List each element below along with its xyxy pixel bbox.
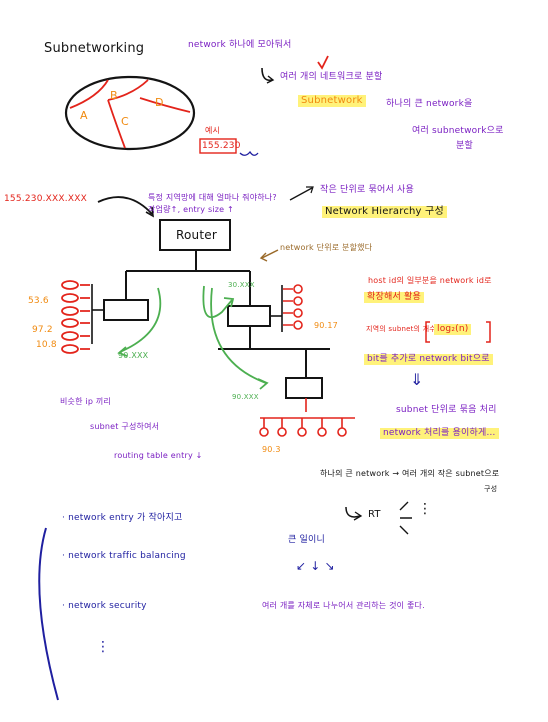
- ellipse-label-b: B: [110, 89, 118, 102]
- green-arrows: [117, 285, 269, 390]
- example-box: [199, 138, 237, 154]
- label-53-6: 53.6: [28, 296, 49, 306]
- divided-by-net-note: network 단위로 분할했다: [280, 243, 373, 252]
- example-ip: 155.230: [202, 141, 241, 151]
- input-ip: 155.230.XXX.XXX: [4, 194, 87, 204]
- label-90-17: 90.17: [314, 321, 338, 330]
- bottom-list-item-1: · network entry 가 작아지고: [62, 513, 183, 523]
- page-title: Subnetworking: [44, 41, 145, 56]
- bottom-list-item-2: · network traffic balancing: [62, 551, 186, 561]
- left-hosts: [61, 280, 90, 354]
- fewer-units-note: 작은 단위로 묶어서 사용: [320, 185, 414, 195]
- ellipse-label-c: C: [121, 115, 129, 128]
- divide-note: 분할: [456, 141, 473, 151]
- rt-ellipsis: ⋮: [418, 501, 433, 517]
- small-split-note: 여러 개의 네트워크로 분할: [280, 72, 383, 82]
- borrow-note: 확장해서 활용: [364, 292, 424, 303]
- label-90-3: 90.3: [262, 445, 281, 454]
- network-ellipse: [64, 75, 196, 151]
- example-label: 예시: [205, 126, 221, 135]
- manage-sentence: 여러 개를 자체로 나누어서 관리하는 것이 좋다.: [262, 601, 425, 610]
- hierarchy-note: Network Hierarchy 구성: [322, 206, 447, 218]
- right-subnet-box: [227, 305, 271, 327]
- host-id-note: host id의 일부분을 network id로: [368, 276, 492, 285]
- log-expression: log₂(n): [434, 324, 472, 335]
- lower-subnet-box: [285, 377, 323, 399]
- rt-label: RT: [368, 509, 381, 520]
- similar-ip-note: 비슷한 ip 끼리: [60, 397, 111, 406]
- several-sub-note: 여러 subnetwork으로: [412, 126, 504, 136]
- network-big-note: network 하나에 모아둬서: [188, 40, 292, 50]
- ip-to-router-arrow: [97, 196, 153, 215]
- label-97-2: 97.2: [32, 325, 53, 335]
- bit-note: bit를 추가로 network bit으로: [364, 354, 493, 365]
- region-question: 특정 지역망에 대해 얼마나 줘야하나?: [148, 193, 277, 202]
- label-10-8: 10.8: [36, 340, 57, 350]
- bottom-list-ellipsis: ⋮: [96, 639, 111, 655]
- split-arrows: ↙ ↓ ↘: [296, 559, 335, 573]
- left-subnet-box: [103, 299, 149, 321]
- routing-table-note: routing table entry ↓: [114, 451, 203, 460]
- left-bracket: [38, 527, 59, 701]
- subnet-unit-note: subnet 단위로 묶음 처리: [396, 405, 497, 415]
- subnet-compose-note: subnet 구성하여서: [90, 422, 160, 431]
- right-hosts: [283, 284, 303, 330]
- curve-arrow-top: [261, 67, 273, 82]
- ellipse-label-d: D: [155, 96, 164, 109]
- lower-hosts: [259, 418, 347, 437]
- split-into-subnets: 하나의 큰 network → 여러 개의 작은 subnet으로: [320, 469, 500, 478]
- easier-note: network 처리를 용이하게…: [380, 428, 499, 439]
- label-90-xxx-left: 90.XXX: [118, 351, 149, 360]
- ellipse-region-lines: [69, 79, 191, 149]
- rt-curve-arrow: [345, 506, 361, 518]
- large-task-note: 큰 일이니: [288, 535, 325, 545]
- router-label: Router: [176, 228, 217, 242]
- log-note: 지역의 subnet의 개수에 따라: [366, 325, 459, 333]
- check-mark: [317, 55, 329, 70]
- one-big-note: 하나의 큰 network을: [386, 99, 473, 109]
- bottom-list-item-3: · network security: [62, 601, 147, 611]
- compose-note: 구성: [484, 485, 498, 493]
- workload-note: 작업량↑, entry size ↑: [148, 205, 234, 214]
- subnetwork-term: Subnetwork: [298, 95, 366, 107]
- ellipse-label-a: A: [80, 109, 88, 122]
- label-30-xxx: 30.XXX: [228, 281, 255, 289]
- label-90-xxx-lower: 90.XXX: [232, 393, 259, 401]
- down-double-arrow: ⇓: [410, 370, 424, 389]
